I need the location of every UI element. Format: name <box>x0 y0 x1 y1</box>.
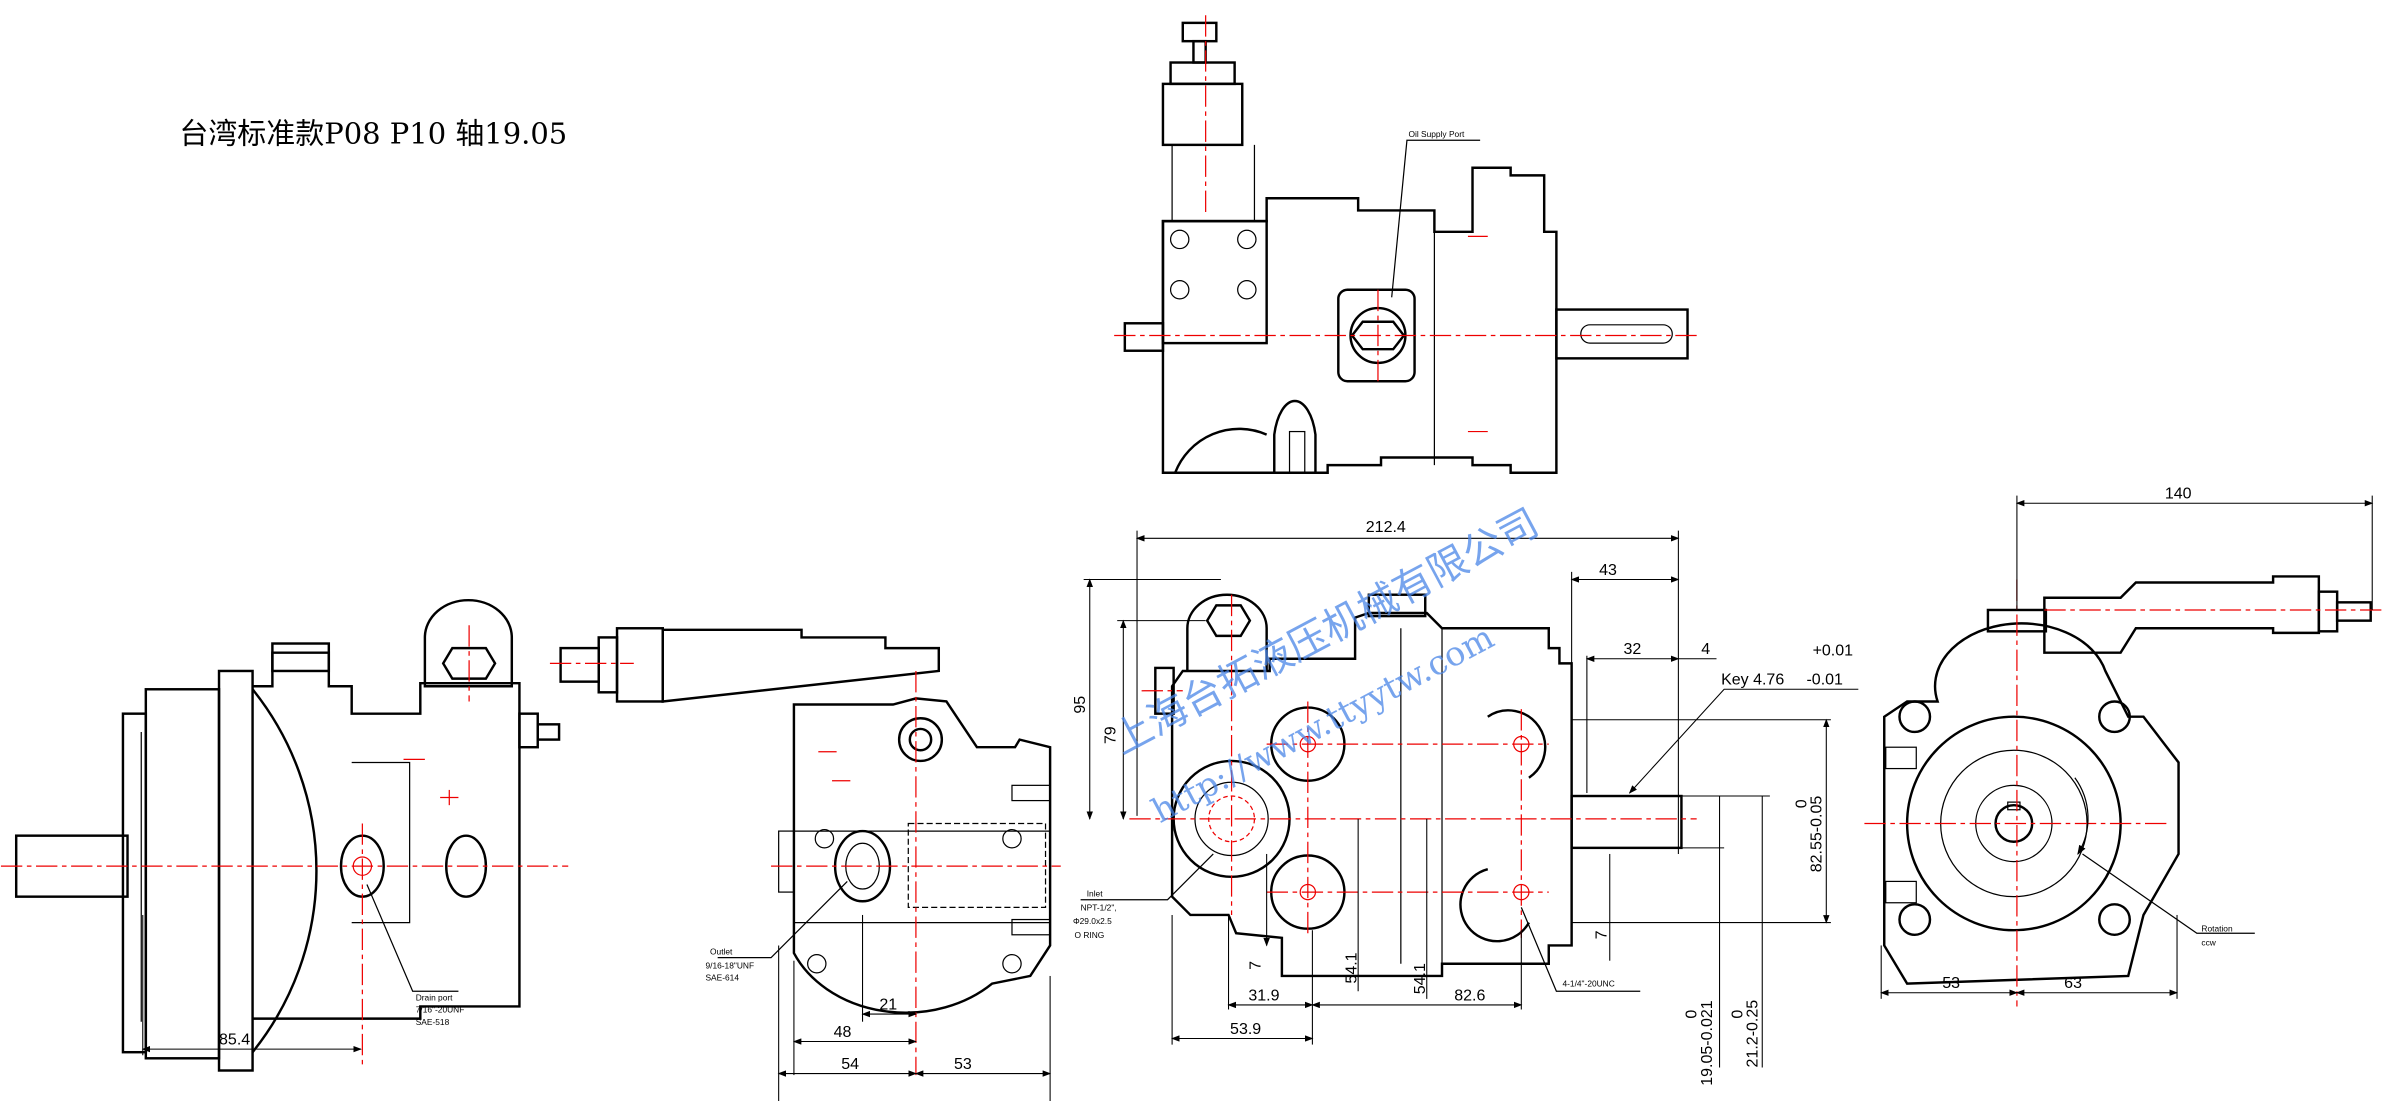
dimension-21: 21 <box>879 997 897 1014</box>
top-view: Oil Supply Port <box>1114 15 1697 474</box>
dimension-19-05: 19.05-0.021 <box>1699 1000 1716 1086</box>
shaft-19-05-upper: 0 <box>1684 1010 1701 1019</box>
dimension-end-53: 53 <box>1942 975 1960 992</box>
dimension-54: 54 <box>841 1056 859 1073</box>
dimension-95: 95 <box>1072 696 1089 714</box>
dimension-54-1-a: 54.1 <box>1344 952 1361 983</box>
dimension-212-4: 212.4 <box>1366 519 1406 536</box>
mount-bolts-label: 4-1/4"-20UNC <box>1562 979 1614 989</box>
dimension-82-55-upper: 0 <box>1793 799 1810 808</box>
dimension-79: 79 <box>1103 726 1120 744</box>
inlet-oring: O RING <box>1075 930 1105 940</box>
dimension-21-2: 21.2-0.25 <box>1745 1000 1762 1068</box>
dimension-140: 140 <box>2165 486 2192 503</box>
key-upper-tolerance: +0.01 <box>1813 643 1854 660</box>
outlet-thread: 9/16-18"UNF <box>705 960 754 970</box>
front-view <box>1080 593 1697 992</box>
drain-port-thread: 7/16"-20UNF <box>416 1005 465 1015</box>
front-dimensions: 212.4 43 32 4 +0.01 Key 4.76 -0.01 95 79… <box>1072 519 1859 1086</box>
rotation-label: Rotation <box>2201 924 2233 934</box>
dimension-82-6: 82.6 <box>1454 987 1485 1004</box>
inlet-oring-size: Φ29.0x2.5 <box>1073 916 1112 926</box>
dimension-32: 32 <box>1623 641 1641 658</box>
drain-port-spec: SAE-518 <box>416 1017 450 1027</box>
rotation-direction: ccw <box>2201 937 2216 947</box>
outlet-spec: SAE-614 <box>705 973 739 983</box>
end-view <box>1864 575 2383 1007</box>
drawing-title: 台湾标准款P08 P10 轴19.05 <box>179 116 567 150</box>
key-lower-tolerance: -0.01 <box>1806 672 1843 689</box>
outlet-label: Outlet <box>710 947 733 957</box>
dimension-43: 43 <box>1599 562 1617 579</box>
dimension-4: 4 <box>1701 641 1710 658</box>
side-view <box>0 599 569 1072</box>
dimension-53: 53 <box>954 1056 972 1073</box>
rear-view <box>549 627 1061 1076</box>
dimension-48: 48 <box>834 1024 852 1041</box>
dimension-82-55: 82.55-0.05 <box>1809 796 1826 873</box>
svg-text:85.4: 85.4 <box>219 1032 250 1049</box>
dimension-7-right: 7 <box>1594 930 1611 939</box>
drain-port-label: Drain port <box>416 992 453 1002</box>
oil-supply-port-label: Oil Supply Port <box>1408 129 1465 139</box>
shaft-21-2-upper: 0 <box>1729 1010 1746 1019</box>
dimension-54-1-b: 54.1 <box>1412 963 1429 994</box>
inlet-label: Inlet <box>1087 889 1104 899</box>
dimension-end-63: 63 <box>2064 975 2082 992</box>
dimension-31-9: 31.9 <box>1248 987 1279 1004</box>
end-dimensions: 140 53 63 <box>1880 486 2374 999</box>
inlet-thread: NPT-1/2", <box>1081 902 1117 912</box>
dimension-85-4: 85.4 <box>141 914 362 1056</box>
dimension-53-9: 53.9 <box>1230 1021 1261 1038</box>
key-label: Key 4.76 <box>1721 672 1784 689</box>
dimension-7-left: 7 <box>1248 961 1265 970</box>
rear-dimensions: 21 48 54 53 <box>777 914 1052 1101</box>
